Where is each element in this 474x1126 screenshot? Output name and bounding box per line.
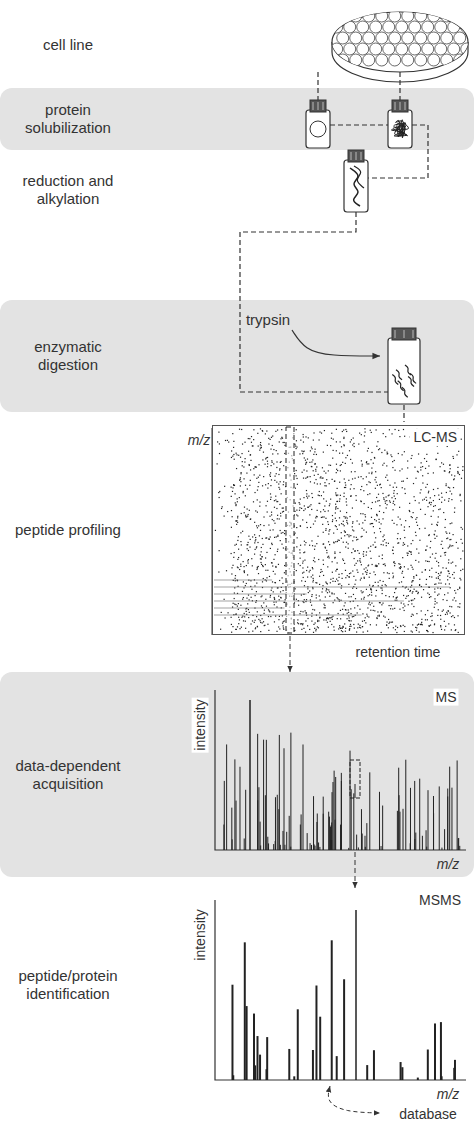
step-label: data-dependent acquisition (4, 757, 132, 793)
workflow-path (240, 72, 428, 422)
flow-arrow (290, 636, 291, 672)
sample-vial (388, 328, 420, 404)
axis-label: m/z (437, 1086, 460, 1103)
search-arrow (328, 1086, 380, 1113)
ms-spectrum (215, 690, 466, 850)
lcms-plot-frame: LC-MS (212, 425, 465, 635)
process-band: enzymatic digestion (0, 300, 474, 412)
database-label: database (397, 1106, 459, 1123)
process-band: data-dependent acquisition (0, 672, 474, 877)
sample-vial (344, 150, 368, 212)
step-label: protein solubilization (4, 101, 132, 137)
step-label: enzymatic digestion (4, 338, 132, 374)
sample-vial (306, 100, 330, 148)
step-label: cell line (3, 36, 133, 54)
plot-tag: MSMS (417, 892, 463, 909)
precursor-box (350, 760, 360, 798)
plot-tag: MS (434, 689, 459, 706)
axis-label: intensity (192, 907, 209, 962)
selection-slice (286, 427, 294, 633)
axis-label: intensity (192, 697, 209, 752)
step-label: reduction and alkylation (3, 172, 133, 208)
step-label: peptide profiling (3, 521, 133, 539)
process-band: protein solubilization (0, 88, 474, 150)
sample-vial (388, 100, 412, 148)
flow-arrow (355, 852, 356, 888)
precursor-peak (355, 784, 356, 798)
axis-label: m/z (188, 432, 211, 449)
msms-spectrum (215, 900, 466, 1080)
cell-dish (331, 10, 473, 82)
axis-label: m/z (437, 856, 460, 873)
axis-label: retention time (354, 644, 443, 661)
step-label: peptide/protein identification (3, 967, 133, 1003)
lcms-scatter (214, 428, 463, 633)
trypsin-arrow (292, 330, 380, 356)
plot-tag: LC-MS (410, 429, 460, 446)
enzyme-label: trypsin (246, 311, 290, 329)
